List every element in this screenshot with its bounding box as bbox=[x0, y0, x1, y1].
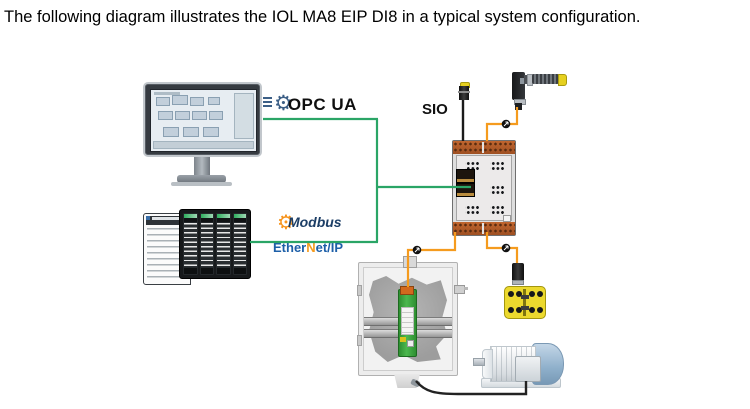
screen-node bbox=[209, 111, 223, 120]
screen-node bbox=[163, 127, 179, 137]
plc-cpu-terminals bbox=[147, 228, 184, 278]
side-fitting-tip bbox=[464, 287, 468, 290]
engineering-pc bbox=[143, 82, 263, 188]
plc-io-module bbox=[216, 213, 231, 275]
hub-port bbox=[537, 307, 543, 313]
hub-slot bbox=[521, 295, 529, 299]
screen-node bbox=[175, 111, 190, 120]
master-bottom-terminal bbox=[453, 222, 515, 235]
field-enclosure bbox=[357, 256, 468, 388]
m12-port bbox=[490, 184, 504, 194]
opc-ua-label: OPC UA bbox=[287, 95, 357, 114]
device-label bbox=[401, 307, 414, 335]
plc-cpu-slot bbox=[152, 217, 180, 220]
io-link-master bbox=[452, 140, 516, 236]
m12-port bbox=[465, 160, 479, 170]
opc-ua-gear-icon: ⚙ bbox=[274, 92, 293, 115]
sensor-lens bbox=[520, 78, 525, 84]
hub-connector-collar bbox=[512, 280, 524, 285]
screen-node bbox=[158, 111, 173, 120]
cable-gland-top bbox=[403, 256, 417, 268]
screen-header bbox=[154, 92, 180, 95]
screen-toolbar bbox=[153, 141, 254, 149]
monitor-foot bbox=[171, 182, 232, 186]
photoelectric-sensor bbox=[510, 70, 567, 116]
motor-junction-box bbox=[515, 356, 541, 382]
hub-port bbox=[508, 291, 514, 297]
modbus-logo: ⚙Modbus bbox=[277, 212, 342, 236]
scada-screen bbox=[150, 89, 257, 152]
sio-connector-ring bbox=[458, 91, 470, 93]
screen-node bbox=[183, 127, 199, 137]
sio-label: SIO bbox=[422, 101, 448, 118]
hub-port bbox=[516, 307, 522, 313]
m12-port bbox=[490, 160, 504, 170]
screen-node bbox=[203, 127, 219, 137]
device-detail bbox=[407, 340, 414, 347]
ethernet-ip-label-part2: et/IP bbox=[315, 240, 344, 255]
master-top-terminal bbox=[453, 141, 515, 154]
ethernet-ip-logo: EtherNet/IP bbox=[273, 240, 343, 255]
sio-connector-body bbox=[459, 86, 469, 100]
hub-port bbox=[529, 291, 535, 297]
screen-node bbox=[172, 95, 188, 105]
motor-shaft bbox=[473, 358, 485, 366]
sensor-hub bbox=[504, 286, 546, 319]
hub-port bbox=[529, 307, 535, 313]
ethernet-ip-label-part1: Ether bbox=[273, 240, 307, 255]
opc-ua-logo: ⚙OPC UA bbox=[274, 92, 357, 118]
device-terminal bbox=[400, 286, 414, 295]
hub-connector bbox=[512, 263, 524, 285]
enclosure-hinge bbox=[357, 335, 362, 346]
monitor-stand bbox=[194, 157, 210, 176]
plc-io-module bbox=[232, 213, 247, 275]
hub-port bbox=[508, 307, 514, 313]
screen-node bbox=[208, 97, 220, 105]
sio-connector bbox=[456, 82, 472, 100]
ethernet-ip-label-accent: N bbox=[306, 240, 316, 255]
hub-slot bbox=[521, 306, 529, 310]
page-title: The following diagram illustrates the IO… bbox=[4, 8, 641, 26]
monitor-base bbox=[177, 175, 226, 183]
m12-port bbox=[490, 204, 504, 214]
connector-dot bbox=[501, 119, 511, 129]
modbus-gear-icon: ⚙ bbox=[277, 212, 295, 234]
hub-divider bbox=[523, 289, 526, 316]
modbus-label: Modbus bbox=[287, 214, 342, 230]
motor bbox=[472, 340, 564, 388]
plc-io-module bbox=[199, 213, 214, 275]
screen-side-panel bbox=[234, 93, 254, 139]
ethernet-port-1 bbox=[456, 169, 475, 183]
plc-cpu-led bbox=[146, 216, 150, 220]
monitor-bezel bbox=[143, 82, 262, 157]
hub-cable bbox=[485, 232, 519, 264]
screen-node bbox=[190, 97, 204, 106]
plc-io-module bbox=[183, 213, 198, 275]
connector-dot bbox=[412, 245, 422, 255]
sensor-connector-plug bbox=[515, 103, 522, 110]
screen-node bbox=[156, 97, 170, 106]
device-detail bbox=[400, 337, 406, 342]
plc-cpu-display bbox=[146, 216, 185, 225]
enclosure-hinge bbox=[357, 285, 362, 296]
m12-port bbox=[465, 204, 479, 214]
plc-controller bbox=[143, 209, 253, 285]
sensor-bracket bbox=[524, 75, 528, 84]
hub-port bbox=[537, 291, 543, 297]
master-corner-mark bbox=[503, 215, 511, 222]
inductive-sensor-cap bbox=[558, 74, 567, 86]
hub-port bbox=[516, 291, 522, 297]
ethernet-port-2 bbox=[456, 183, 475, 197]
screen-node bbox=[192, 111, 207, 120]
plc-io-rack bbox=[179, 209, 251, 279]
inductive-sensor-tube bbox=[532, 74, 559, 84]
connector-dot bbox=[501, 243, 511, 253]
